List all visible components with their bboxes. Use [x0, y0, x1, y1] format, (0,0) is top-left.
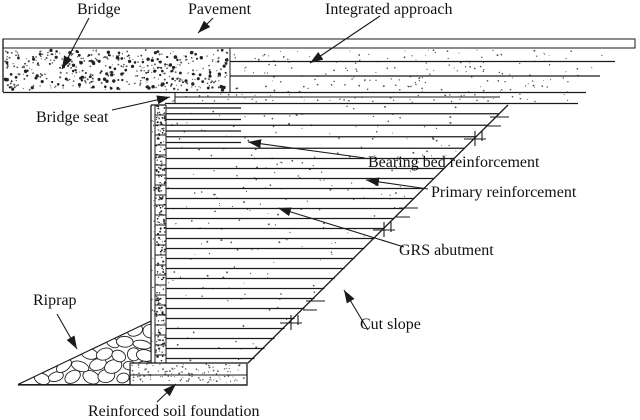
- riprap-leader: [56, 313, 78, 350]
- label-primary-reinforcement: Primary reinforcement: [431, 184, 577, 201]
- pavement-layer: [2, 38, 636, 49]
- bearing-bed-leader: [247, 139, 366, 159]
- label-bridge: Bridge: [77, 1, 121, 18]
- bridge-deck: [2, 39, 231, 92]
- integrated-approach-fill: [3, 60, 615, 94]
- label-reinforced-soil-foundation: Reinforced soil foundation: [88, 403, 260, 420]
- label-pavement: Pavement: [188, 1, 252, 18]
- reinforcement-lines: [166, 107, 500, 360]
- label-grs-abutment: GRS abutment: [399, 242, 494, 259]
- label-riprap: Riprap: [33, 292, 77, 309]
- stipple-texture: [3, 48, 603, 384]
- label-bearing-bed-reinforcement: Bearing bed reinforcement: [368, 154, 540, 171]
- leader-arrows: [56, 15, 429, 403]
- wall-facing: [150, 104, 167, 363]
- primary-reinforcement-leader: [365, 177, 429, 190]
- grs-abutment-leader: [277, 207, 405, 248]
- label-cut-slope: Cut slope: [360, 316, 421, 333]
- bridge-seat-leader: [111, 95, 171, 111]
- label-bridge-seat: Bridge seat: [36, 109, 109, 126]
- label-integrated-approach: Integrated approach: [325, 1, 452, 18]
- pavement-leader: [197, 17, 214, 34]
- labels: Bridge Pavement Integrated approach Brid…: [33, 1, 577, 420]
- cut-slope-leader: [343, 289, 369, 331]
- bridge-seat: [165, 92, 578, 105]
- bridge-leader: [61, 17, 90, 70]
- integrated-approach-leader: [309, 15, 381, 64]
- foundation-leader: [156, 383, 177, 403]
- bench-marks: [280, 116, 509, 330]
